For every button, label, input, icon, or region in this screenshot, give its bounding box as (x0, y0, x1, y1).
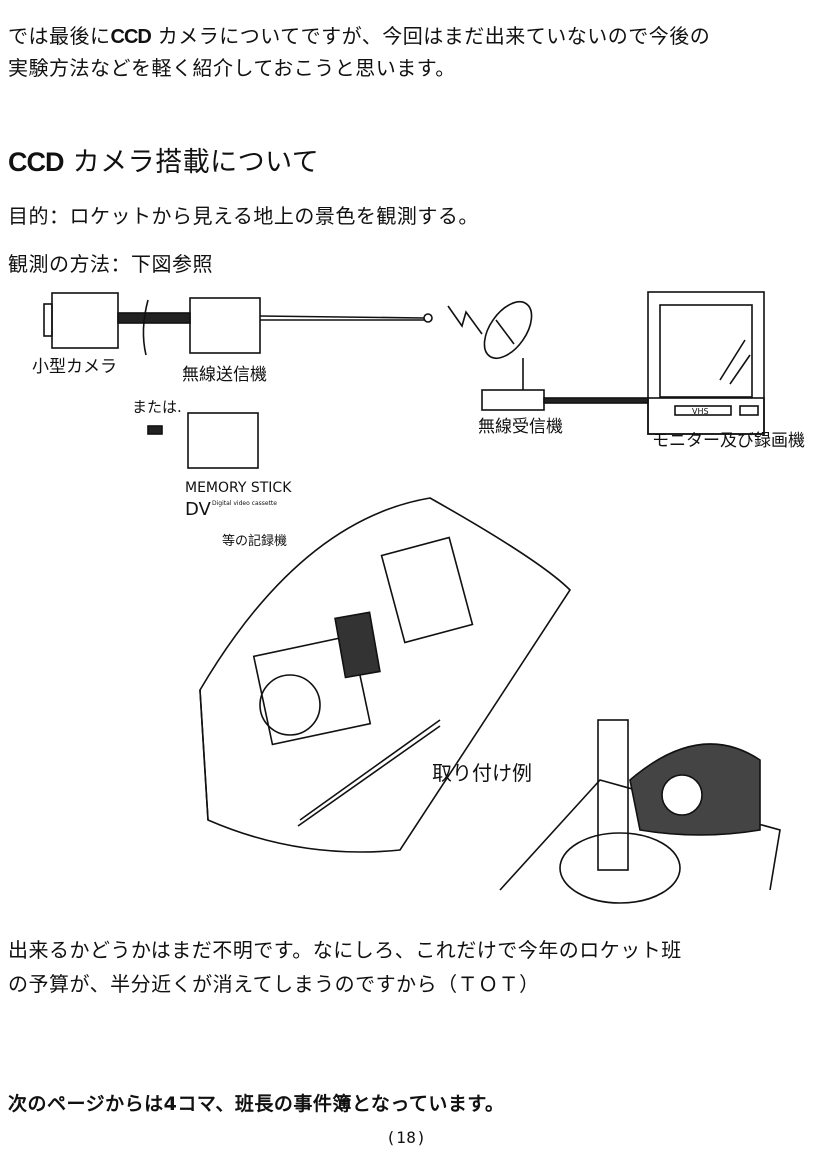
small-camera-sketch (51, 292, 119, 349)
vhs-slot (674, 405, 732, 416)
page-number: (18) (386, 1128, 427, 1147)
small-camera-label: 小型カメラ (32, 357, 117, 377)
recorder-sketch (187, 412, 259, 469)
rocket-mount-sketch (199, 497, 572, 853)
heading-ccd: CCD (8, 147, 64, 177)
heading-text: カメラ搭載について (72, 147, 320, 178)
conclusion-line-1: 出来るかどうかはまだ不明です。なにしろ、これだけで今年のロケット班 (8, 938, 682, 962)
section-heading: CCD カメラ搭載について (8, 140, 319, 179)
method-text: 観測の方法：下図参照 (8, 252, 213, 276)
memory-stick-label: MEMORY STICK (185, 480, 292, 496)
transmitter-sketch (189, 297, 261, 354)
vhs-label: VHS (692, 407, 709, 416)
purpose-text: 目的：ロケットから見える地上の景色を観測する。 (8, 204, 479, 228)
intro-text: カメラについてですが、今回はまだ出来ていないので今後の (157, 24, 711, 48)
transmitter-label: 無線送信機 (182, 365, 267, 385)
receiver-label: 無線受信機 (478, 417, 563, 437)
example-label: 取り付け例 (432, 761, 532, 785)
intro-line-1: では最後にCCD カメラについてですが、今回はまだ出来ていないので今後の (8, 20, 710, 49)
mount-closeup-sketch (499, 719, 781, 904)
diagram-sketch: VHS 小型カメラ 無線送信機 または. MEMORY STICK DV Dig… (32, 291, 805, 904)
dish-antenna-sketch (483, 301, 533, 359)
intro-text: では最後に (8, 24, 111, 48)
signal-icon (447, 305, 483, 335)
recorders-label: 等の記録機 (222, 533, 287, 549)
next-page-note: 次のページからは4コマ、班長の事件簿となっています。 (8, 1093, 505, 1115)
dv-detail-label: Digital video cassette (212, 500, 277, 507)
receiver-sketch (481, 389, 545, 411)
or-label: または. (132, 398, 182, 416)
conclusion-line-2: の予算が、半分近くが消えてしまうのですから（ＴＯＴ） (8, 972, 540, 996)
dv-label: DV (185, 499, 212, 520)
monitor-label: モニター及び録画機 (652, 431, 805, 451)
ccd-text: CCD (110, 26, 152, 48)
intro-line-2: 実験方法などを軽く紹介しておこうと思います。 (8, 56, 456, 80)
